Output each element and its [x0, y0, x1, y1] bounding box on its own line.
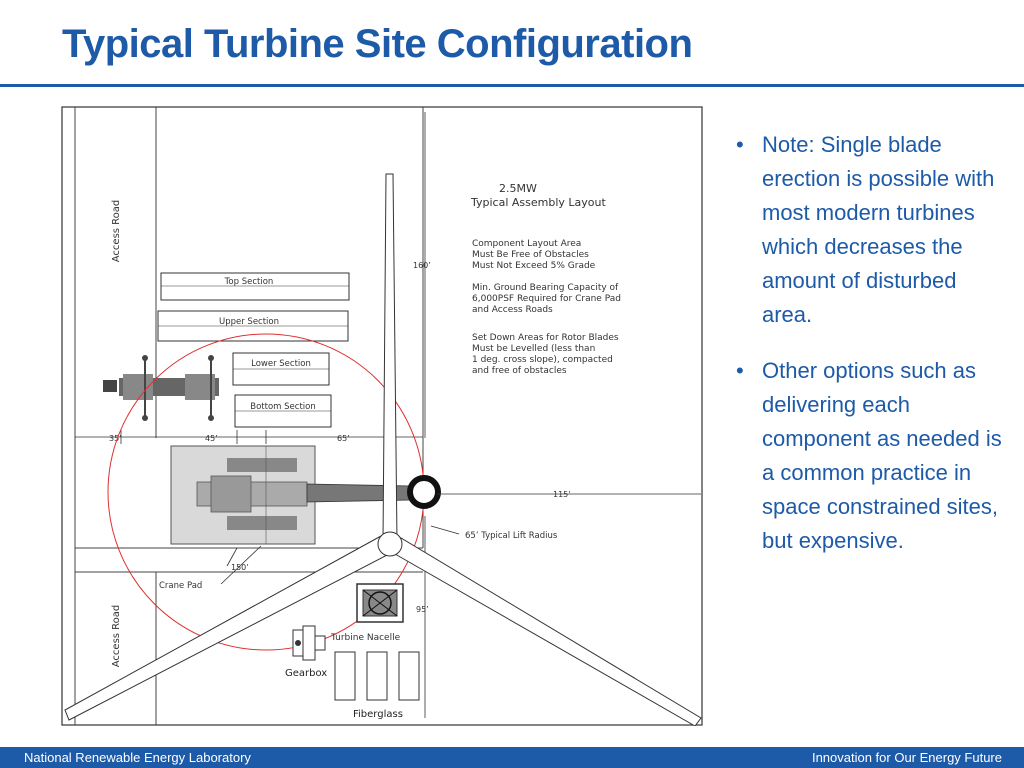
notes-list: • Note: Single blade erection is possibl…: [736, 128, 1006, 580]
dimension-35-label: 35’: [109, 434, 122, 443]
fiberglass-label: Fiberglass: [353, 709, 403, 720]
dimension-45-label: 45’: [205, 434, 218, 443]
dimension-95-label: 95’: [416, 605, 429, 614]
top-section-label: Top Section: [224, 277, 274, 287]
bullet-text: Other options such as delivering each co…: [762, 358, 1002, 553]
lower-section-label: Lower Section: [251, 359, 311, 369]
assembly-layout-title: Typical Assembly Layout: [470, 196, 606, 209]
dimension-65-label: 65’: [337, 434, 350, 443]
bullet-item: • Other options such as delivering each …: [736, 354, 1006, 558]
layout-note: Must Not Exceed 5% Grade: [472, 261, 596, 271]
turbine-foundation: [407, 475, 441, 509]
rotor-hub: [377, 531, 403, 557]
layout-note: Set Down Areas for Rotor Blades: [472, 333, 619, 343]
fiberglass-part: [398, 651, 420, 701]
footer-bar: National Renewable Energy Laboratory Inn…: [0, 747, 1024, 768]
upper-section-label: Upper Section: [219, 317, 279, 327]
slide-title: Typical Turbine Site Configuration: [62, 22, 693, 66]
crane-pad-leader: [220, 545, 262, 585]
dimension-115-label: 115’: [553, 490, 571, 499]
gearbox-label: Gearbox: [285, 668, 327, 679]
bottom-section-label: Bottom Section: [250, 402, 315, 412]
bullet-item: • Note: Single blade erection is possibl…: [736, 128, 1006, 332]
assembly-capacity: 2.5MW: [499, 182, 537, 195]
lift-radius-label: 65’ Typical Lift Radius: [465, 531, 558, 541]
crane-pad-label: Crane Pad: [159, 581, 202, 591]
fiberglass-part: [334, 651, 356, 701]
bullet-text: Note: Single blade erection is possible …: [762, 132, 995, 327]
bullet-icon: •: [736, 132, 744, 157]
layout-note: and free of obstacles: [472, 366, 567, 376]
layout-note: Component Layout Area: [472, 239, 581, 249]
title-divider: [0, 84, 1024, 87]
layout-note: Min. Ground Bearing Capacity of: [472, 283, 619, 293]
layout-note: 1 deg. cross slope), compacted: [472, 355, 613, 365]
dimension-160-label: 160’: [413, 261, 431, 270]
dimension-150-line: [226, 547, 238, 567]
access-road-top-label: Access Road: [111, 200, 122, 263]
bullet-icon: •: [736, 358, 744, 383]
gearbox-drawing: [292, 625, 326, 661]
layout-note: 6,000PSF Required for Crane Pad: [472, 294, 621, 304]
crawler-crane: [196, 446, 308, 544]
nacelle-drawing: [356, 583, 404, 623]
site-layout-diagram: Access Road Access Road 160’ 95’ 2.5MW T…: [61, 106, 703, 726]
access-road-bottom-label: Access Road: [111, 605, 122, 668]
layout-note: and Access Roads: [472, 305, 553, 315]
dimension-150-label: 150’: [231, 563, 249, 572]
footer-organization: National Renewable Energy Laboratory: [24, 750, 251, 765]
footer-tagline: Innovation for Our Energy Future: [811, 750, 1002, 765]
layout-note: Must Be Free of Obstacles: [472, 250, 589, 260]
top-section-box: [160, 272, 350, 301]
fiberglass-part: [366, 651, 388, 701]
nacelle-label: Turbine Nacelle: [330, 633, 401, 643]
lift-radius-leader: [430, 525, 460, 535]
layout-note: Must be Levelled (less than: [472, 344, 595, 354]
